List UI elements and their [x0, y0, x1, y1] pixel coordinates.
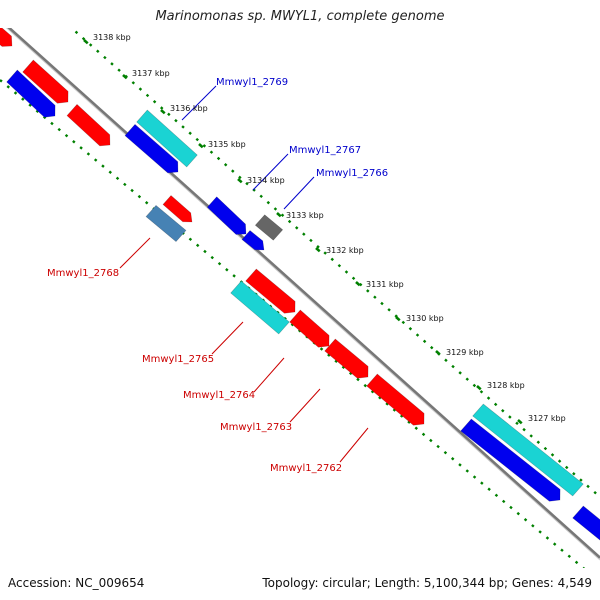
- gene-label-mmwyl1-2768[interactable]: Mmwyl1_2768: [47, 268, 119, 279]
- gene-label-mmwyl1-2767[interactable]: Mmwyl1_2767: [289, 145, 361, 156]
- gene-feature[interactable]: [230, 280, 290, 335]
- tick-mark: [276, 212, 282, 218]
- gene-feature[interactable]: [22, 59, 69, 104]
- gene-feature[interactable]: [145, 204, 187, 243]
- gene-feature[interactable]: [0, 27, 13, 47]
- label-pointers: [119, 85, 369, 463]
- tick-label: 3132 kbp: [326, 246, 364, 255]
- gene-feature[interactable]: [289, 309, 330, 348]
- genome-stats-text: Topology: circular; Length: 5,100,344 bp…: [262, 576, 592, 590]
- tick-mark: [122, 74, 128, 80]
- gene-feature[interactable]: [206, 196, 247, 235]
- gene-feature[interactable]: [136, 109, 198, 168]
- gene-feature[interactable]: [460, 418, 561, 502]
- accession-text: Accession: NC_009654: [8, 576, 145, 590]
- gene-label-mmwyl1-2762[interactable]: Mmwyl1_2762: [270, 463, 342, 474]
- tick-label: 3128 kbp: [487, 381, 525, 390]
- tick-mark: [237, 178, 243, 184]
- tick-label: 3138 kbp: [93, 33, 131, 42]
- tick-mark: [395, 316, 401, 322]
- tick-label: 3136 kbp: [170, 104, 208, 113]
- gene-feature[interactable]: [241, 230, 265, 251]
- tick-label: 3135 kbp: [208, 140, 246, 149]
- gene-label-mmwyl1-2763[interactable]: Mmwyl1_2763: [220, 422, 292, 433]
- tick-label: 3134 kbp: [247, 176, 285, 185]
- tick-mark: [355, 281, 361, 287]
- gene-label-mmwyl1-2764[interactable]: Mmwyl1_2764: [183, 390, 255, 401]
- gene-feature[interactable]: [472, 403, 584, 497]
- gene-feature[interactable]: [324, 338, 369, 379]
- tick-label: 3127 kbp: [528, 414, 566, 423]
- gene-feature[interactable]: [6, 69, 56, 118]
- tick-mark: [160, 109, 166, 115]
- gene-feature[interactable]: [124, 123, 179, 174]
- outer-dotted-line: [69, 28, 600, 498]
- map-title: Marinomonas sp. MWYL1, complete genome: [155, 9, 445, 24]
- gene-label-mmwyl1-2765[interactable]: Mmwyl1_2765: [142, 354, 214, 365]
- gene-label-mmwyl1-2766[interactable]: Mmwyl1_2766: [316, 168, 388, 179]
- tick-mark: [517, 419, 523, 425]
- gene-feature[interactable]: [162, 195, 193, 223]
- tick-mark: [476, 385, 482, 391]
- gene-feature[interactable]: [66, 103, 111, 147]
- tick-label: 3133 kbp: [286, 211, 324, 220]
- gene-feature[interactable]: [245, 268, 296, 314]
- tick-mark: [83, 39, 89, 45]
- tick-label: 3137 kbp: [132, 69, 170, 78]
- gene-feature[interactable]: [254, 214, 284, 241]
- gene-feature[interactable]: [572, 505, 600, 541]
- gene-label-mmwyl1-2769[interactable]: Mmwyl1_2769: [216, 77, 288, 88]
- tick-mark: [198, 143, 204, 149]
- genome-backbone: [6, 28, 600, 560]
- tick-mark: [315, 247, 321, 253]
- genome-backbone-highlight: [5, 28, 600, 561]
- tick-label: 3130 kbp: [406, 314, 444, 323]
- tick-mark: [435, 350, 441, 356]
- gene-feature[interactable]: [366, 373, 425, 426]
- tick-label: 3131 kbp: [366, 280, 404, 289]
- tick-label: 3129 kbp: [446, 348, 484, 357]
